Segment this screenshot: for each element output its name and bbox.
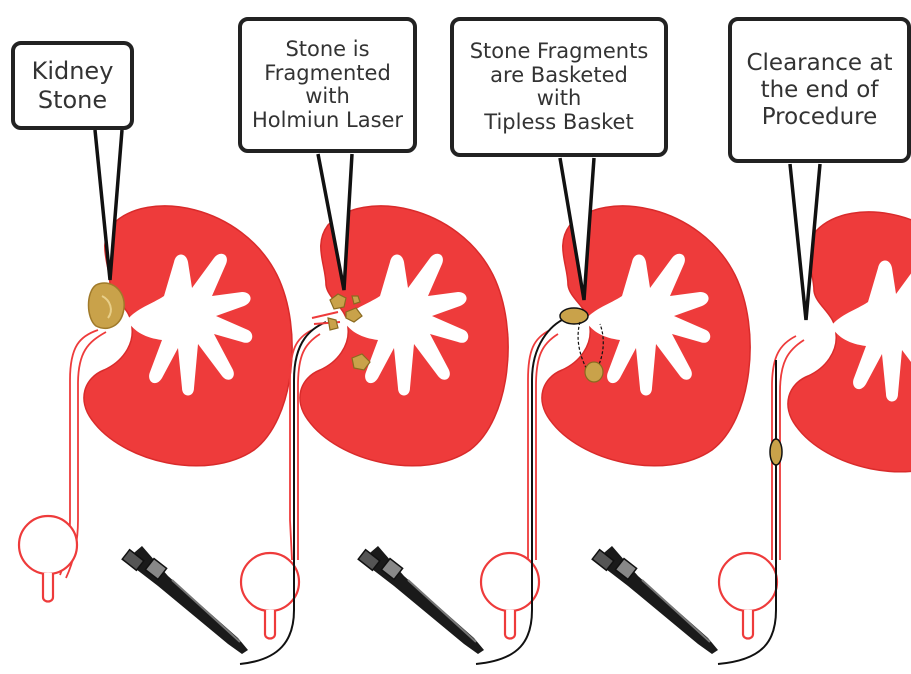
callout-line: Holmiun Laser — [252, 109, 403, 133]
stone-fragment — [585, 362, 603, 382]
callout-line: with — [537, 87, 582, 111]
stone-icon — [89, 283, 125, 328]
callout-line: Procedure — [762, 104, 878, 131]
basket-icon — [560, 308, 588, 324]
callout-line: Tipless Basket — [484, 111, 633, 135]
kidney-illustration — [84, 206, 292, 466]
callout-line: Fragmented — [264, 62, 391, 86]
callout-basketing: Stone Fragments are Basketed with Tiples… — [450, 17, 668, 157]
bladder-illustration — [241, 553, 299, 639]
ureteroscope-icon — [358, 546, 484, 654]
callout-line: Kidney — [32, 57, 114, 86]
ureteroscope-icon — [122, 546, 248, 654]
ureteroscope-icon — [592, 546, 718, 654]
callout-kidney-stone: Kidney Stone — [11, 41, 134, 130]
callout-clearance: Clearance at the end of Procedure — [728, 17, 911, 163]
callout-line: Clearance at — [746, 50, 892, 77]
retrieved-stone — [770, 439, 782, 465]
callout-line: Stone Fragments — [470, 40, 649, 64]
callout-line: are Basketed — [490, 64, 628, 88]
callout-laser-fragmentation: Stone is Fragmented with Holmiun Laser — [238, 17, 417, 153]
callout-line: Stone is — [285, 38, 369, 62]
kidney-illustration — [300, 206, 508, 466]
callout-line: with — [305, 85, 350, 109]
callout-line: Stone — [38, 86, 107, 115]
callout-line: the end of — [761, 77, 879, 104]
panel-kidney-stone — [19, 130, 292, 602]
bladder-illustration — [19, 516, 77, 602]
bladder-illustration — [719, 553, 777, 639]
